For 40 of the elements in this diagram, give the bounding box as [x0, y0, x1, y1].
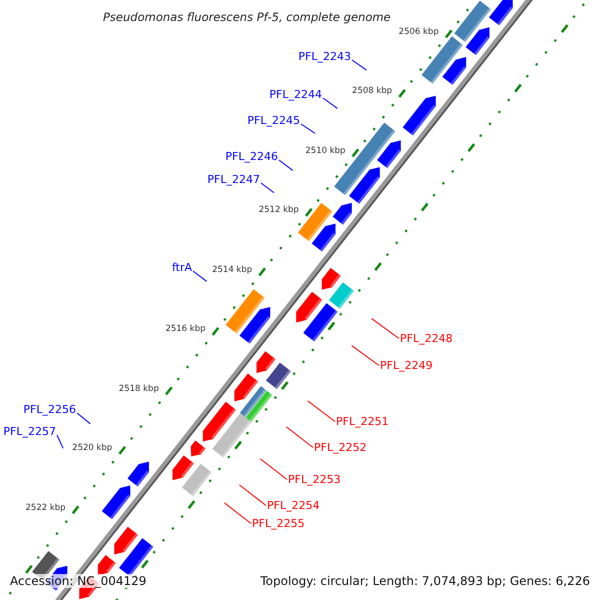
leader-line — [224, 502, 252, 524]
scale-label: 2512 kbp — [258, 205, 299, 216]
gene-label: PFL_2255 — [252, 517, 305, 530]
gene-label: PFL_2248 — [400, 332, 453, 345]
scale-label: 2522 kbp — [26, 502, 66, 513]
scale-label: 2510 kbp — [305, 146, 346, 156]
gene-label: PFL_2257 — [3, 425, 56, 438]
scale-label: 2514 kbp — [212, 264, 252, 275]
gene-label: PFL_2245 — [247, 114, 300, 127]
gene-label: PFL_2252 — [314, 441, 367, 454]
leader-line — [260, 458, 288, 480]
gene-label: PFL_2253 — [288, 473, 341, 486]
gene-label: PFL_2244 — [269, 88, 322, 101]
leader-line — [56, 434, 64, 449]
leader-line — [300, 124, 316, 134]
gene-label: PFL_2254 — [267, 499, 320, 512]
gene-label: PFL_2251 — [336, 415, 389, 428]
gene-label: PFL_2246 — [225, 150, 278, 163]
gene-label: PFL_2249 — [380, 359, 433, 372]
leader-line — [371, 318, 400, 339]
leader-line — [351, 345, 380, 366]
leader-line — [352, 60, 367, 71]
leader-line — [76, 412, 91, 424]
gene-label: PFL_2243 — [298, 50, 351, 63]
leader-line — [278, 160, 294, 171]
gene-label: PFL_2256 — [23, 403, 76, 416]
scale-label: 2516 kbp — [165, 324, 206, 334]
leader-line — [238, 484, 266, 506]
leader-line — [286, 426, 314, 448]
leader-line — [192, 270, 208, 282]
gene-label: PFL_2247 — [207, 173, 260, 186]
scale-label: 2506 kbp — [398, 26, 439, 37]
genome-stats-text: Topology: circular; Length: 7,074,893 bp; Genes: 6,226 — [258, 574, 592, 588]
leader-line — [322, 98, 338, 109]
scale-label: 2520 kbp — [72, 443, 112, 454]
scale-label: 2508 kbp — [352, 86, 392, 96]
gene-label: ftrA — [172, 261, 192, 274]
leader-line — [307, 400, 336, 422]
scale-label: 2518 kbp — [118, 384, 159, 394]
leader-line — [260, 182, 274, 194]
